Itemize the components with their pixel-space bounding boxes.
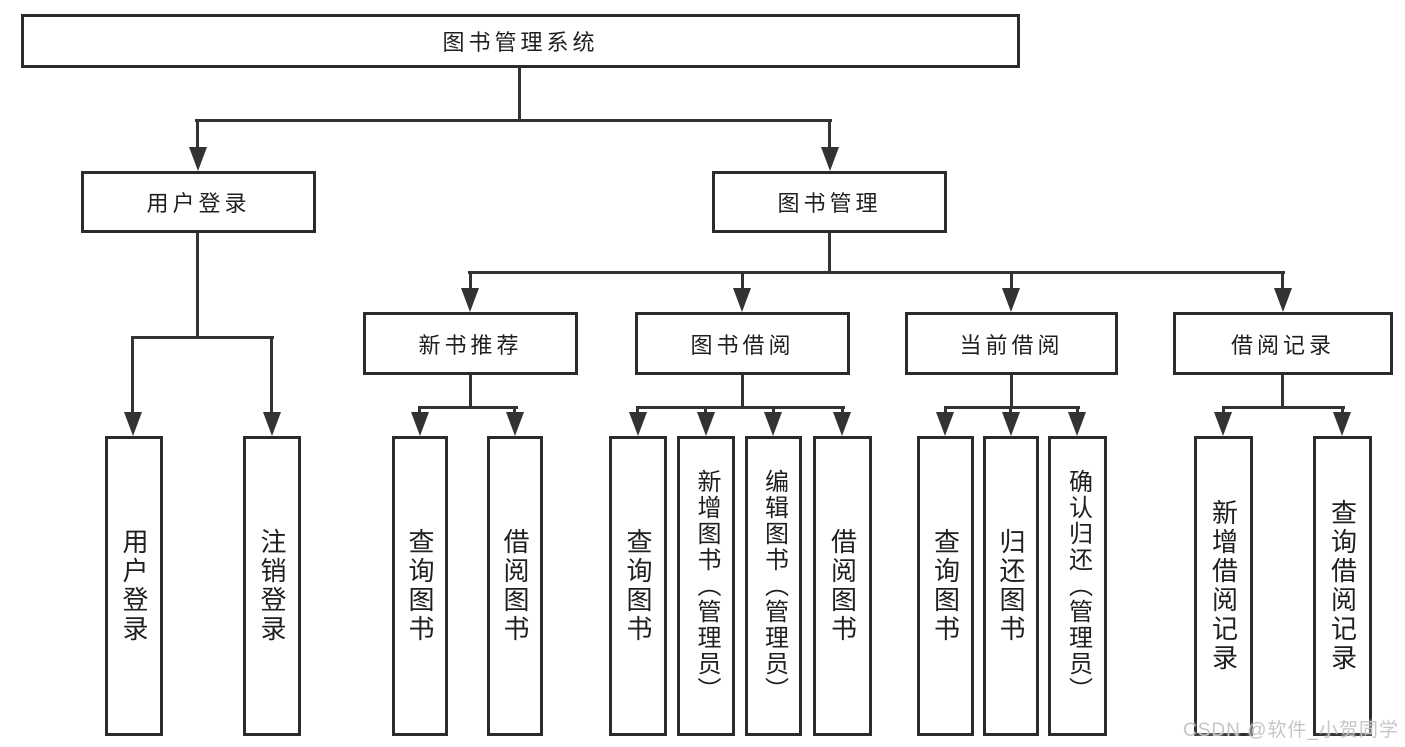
connector-line — [636, 406, 639, 414]
node-current-borrow: 当前借阅 — [905, 312, 1118, 375]
connector-line — [196, 233, 199, 337]
leaf-borrow-borrow-book: 借阅图书 — [813, 436, 872, 736]
connector-line — [131, 336, 274, 339]
connector-line — [944, 406, 1080, 409]
arrow-down-icon — [1002, 412, 1020, 436]
arrow-down-icon — [733, 288, 751, 312]
arrow-down-icon — [189, 147, 207, 171]
leaf-recommend-query-book: 查询图书 — [392, 436, 448, 736]
leaf-records-query-record: 查询借阅记录 — [1313, 436, 1372, 736]
arrow-down-icon — [764, 412, 782, 436]
arrow-down-icon — [936, 412, 954, 436]
connector-line — [1222, 406, 1345, 409]
arrow-down-icon — [1333, 412, 1351, 436]
leaf-current-confirm-return-admin: 确认归还（管理员） — [1048, 436, 1107, 736]
arrow-down-icon — [1214, 412, 1232, 436]
arrow-down-icon — [263, 412, 281, 436]
leaf-borrow-add-book-admin: 新增图书（管理员） — [677, 436, 735, 736]
arrow-down-icon — [821, 147, 839, 171]
connector-line — [131, 336, 134, 414]
node-book-management: 图书管理 — [712, 171, 947, 233]
arrow-down-icon — [833, 412, 851, 436]
csdn-watermark: CSDN @软件_小贺同学 — [1183, 720, 1399, 741]
connector-line — [469, 271, 472, 290]
arrow-down-icon — [1068, 412, 1086, 436]
leaf-borrow-query-book: 查询图书 — [609, 436, 667, 736]
connector-line — [704, 406, 707, 414]
connector-line — [828, 119, 831, 150]
node-root: 图书管理系统 — [21, 14, 1020, 68]
connector-line — [741, 375, 744, 408]
leaf-logout: 注销登录 — [243, 436, 301, 736]
connector-line — [841, 406, 844, 414]
node-user-login: 用户登录 — [81, 171, 316, 233]
connector-line — [772, 406, 775, 414]
connector-line — [469, 375, 472, 408]
connector-line — [1281, 271, 1284, 290]
leaf-current-return-book: 归还图书 — [983, 436, 1039, 736]
connector-line — [741, 271, 744, 290]
leaf-recommend-borrow-book: 借阅图书 — [487, 436, 543, 736]
arrow-down-icon — [506, 412, 524, 436]
leaf-borrow-edit-book-admin: 编辑图书（管理员） — [745, 436, 802, 736]
arrow-down-icon — [124, 412, 142, 436]
connector-line — [636, 406, 845, 409]
connector-line — [828, 233, 831, 273]
arrow-down-icon — [461, 288, 479, 312]
arrow-down-icon — [629, 412, 647, 436]
connector-line — [1281, 375, 1284, 408]
connector-line — [1222, 406, 1225, 414]
connector-line — [196, 119, 199, 150]
connector-line — [1341, 406, 1344, 414]
arrow-down-icon — [1002, 288, 1020, 312]
arrow-down-icon — [697, 412, 715, 436]
connector-line — [270, 336, 273, 414]
connector-line — [513, 406, 516, 414]
connector-line — [1009, 406, 1012, 414]
arrow-down-icon — [411, 412, 429, 436]
node-new-book-recommend: 新书推荐 — [363, 312, 578, 375]
arrow-down-icon — [1274, 288, 1292, 312]
connector-line — [518, 68, 521, 122]
node-book-borrow: 图书借阅 — [635, 312, 850, 375]
connector-line — [1010, 271, 1013, 290]
connector-line — [944, 406, 947, 414]
node-borrow-records: 借阅记录 — [1173, 312, 1393, 375]
connector-line — [195, 119, 832, 122]
leaf-user-login: 用户登录 — [105, 436, 163, 736]
connector-line — [1010, 375, 1013, 408]
connector-line — [418, 406, 421, 414]
leaf-records-add-record: 新增借阅记录 — [1194, 436, 1253, 736]
connector-line — [1076, 406, 1079, 414]
leaf-current-query-book: 查询图书 — [917, 436, 974, 736]
connector-line — [468, 271, 1285, 274]
connector-line — [418, 406, 518, 409]
